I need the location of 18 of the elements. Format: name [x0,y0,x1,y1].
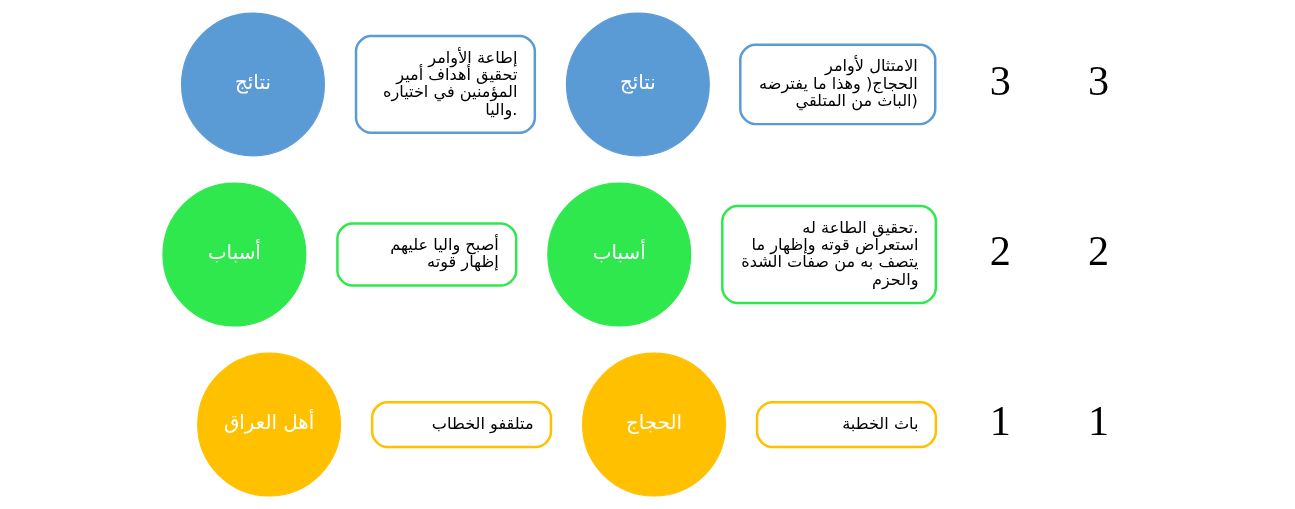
label: 3 [989,57,1011,105]
label: 2 [1087,227,1110,275]
label: 2 [989,227,1011,275]
node-circle: نتائج [180,12,325,157]
node-box: الامتثال لأوامر الحجاج( وهذا ما يفترضه الباث من المتلقي) [739,43,937,126]
node-circle: الحجاج [582,352,727,497]
node-box: متلقفو الخطاب [370,401,553,449]
node-box: إطاعة الأوامر تحقيق أهداف أمير المؤمنين في اختياره واليا. [354,34,537,135]
node-box: باث الخطبة [755,401,938,449]
node-box: أصبح واليا عليهم إظهار قوته [336,222,518,287]
label: 1 [1087,397,1110,445]
node-circle: أسباب [162,182,307,327]
label: 1 [989,397,1011,445]
node-box: تحقيق الطاعة له. استعراض قوته وإظهار ما يتصف به من صفات الشدة والحزم [721,204,938,305]
node-circle: أسباب [547,182,692,327]
node-circle: نتائج [565,12,710,157]
node-circle: أهل العراق [197,352,342,497]
label: 3 [1087,57,1110,105]
